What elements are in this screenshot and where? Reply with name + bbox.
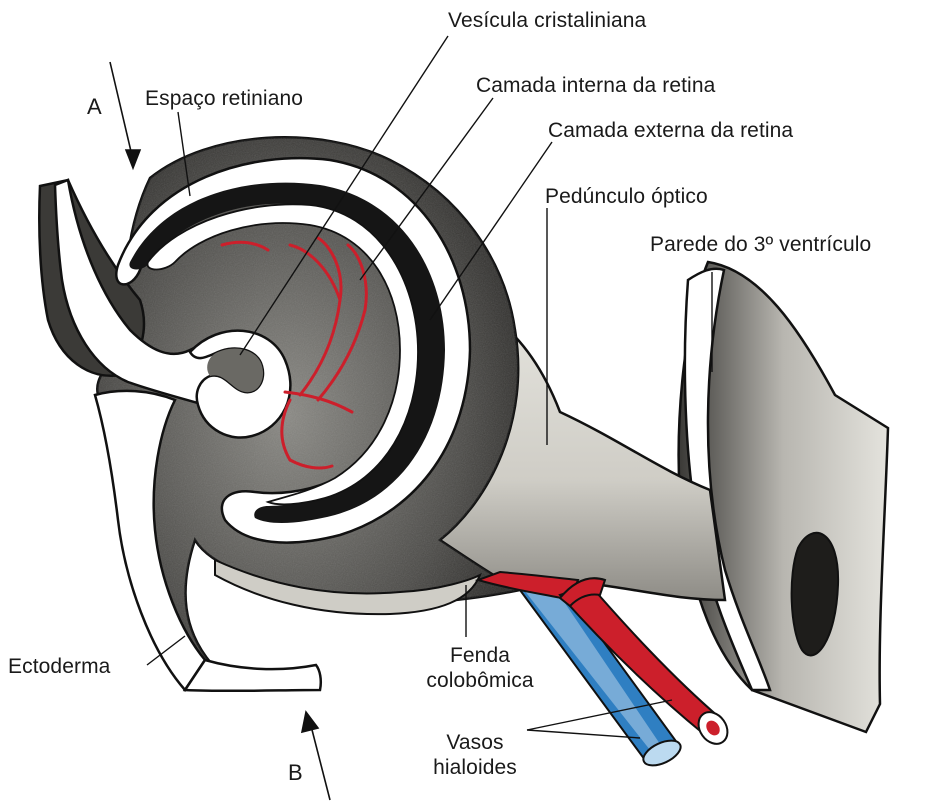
hyaloid-vessels xyxy=(474,570,729,767)
label-vasos-line1: Vasos xyxy=(446,731,504,754)
label-arrow-a: A xyxy=(87,94,102,119)
label-camada-externa: Camada externa da retina xyxy=(548,119,794,142)
arrow-b-head xyxy=(300,710,320,734)
leader-lines xyxy=(146,35,713,739)
label-fenda-line1: Fenda xyxy=(449,644,511,667)
section-arrows xyxy=(109,61,331,801)
label-pedunculo-optico: Pedúnculo óptico xyxy=(545,185,708,208)
arrow-a-line xyxy=(109,61,134,161)
leader-camada-interna xyxy=(359,97,494,281)
label-fenda-line2: colobômica xyxy=(426,669,534,692)
label-espaco-retiniano: Espaço retiniano xyxy=(145,87,304,110)
leader-vasos-2 xyxy=(526,729,641,739)
choroid-fissure xyxy=(214,558,482,616)
leader-camada-externa xyxy=(429,141,553,321)
label-fenda-colobomica: Fenda colobômica xyxy=(405,643,555,693)
label-vesicula-cristaliniana: Vesícula cristaliniana xyxy=(448,9,647,32)
label-vasos-line2: hialoides xyxy=(433,756,517,779)
third-ventricle-wall xyxy=(677,260,890,734)
label-parede-3-ventriculo: Parede do 3º ventrículo xyxy=(650,233,872,256)
label-camada-interna: Camada interna da retina xyxy=(476,74,716,97)
label-ectoderma: Ectoderma xyxy=(8,655,111,678)
leader-ectoderma xyxy=(146,635,186,666)
arrow-b-line xyxy=(309,721,331,801)
arrow-a-head xyxy=(124,149,142,171)
leader-vasos-1 xyxy=(526,699,673,731)
leader-vesicula xyxy=(239,35,449,356)
label-arrow-b: B xyxy=(288,760,303,785)
retina-layers xyxy=(115,156,472,544)
label-vasos-hialoides: Vasos hialoides xyxy=(420,730,530,780)
leader-espaco xyxy=(177,111,191,197)
hyaloid-branches xyxy=(220,236,368,470)
lens-vesicle xyxy=(188,329,292,439)
